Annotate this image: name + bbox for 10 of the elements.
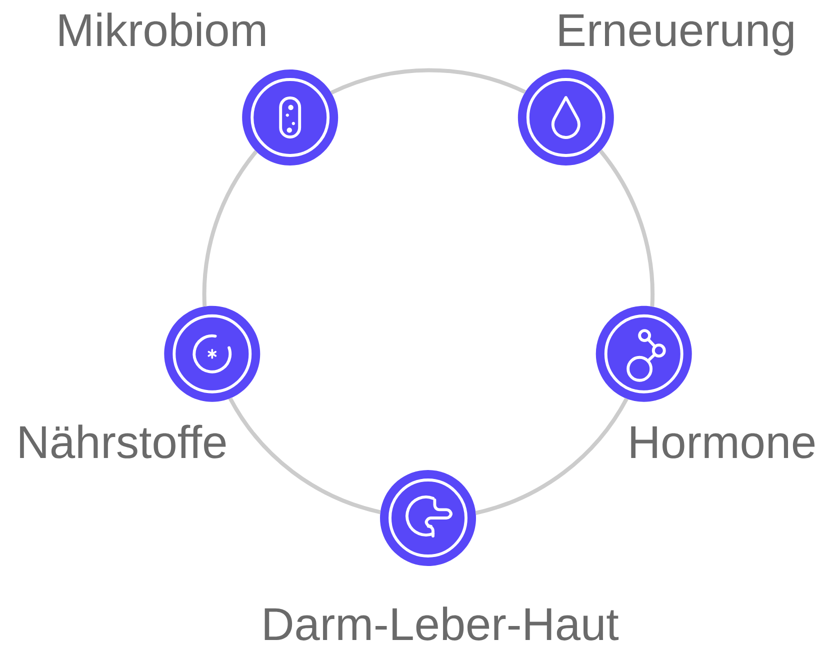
- ring-arc: [598, 150, 655, 307]
- node-label: Nährstoffe: [20, 424, 226, 458]
- ring-arc: [330, 68, 526, 95]
- node-label: Darm-Leber-Haut: [264, 606, 619, 640]
- ring-arc: [202, 150, 258, 306]
- ring-arc: [228, 397, 381, 514]
- ring-arc: [475, 398, 628, 515]
- node-label: Mikrobiom: [60, 12, 266, 46]
- node-label: Erneuerung: [560, 14, 794, 56]
- node-label: Hormone: [631, 426, 815, 458]
